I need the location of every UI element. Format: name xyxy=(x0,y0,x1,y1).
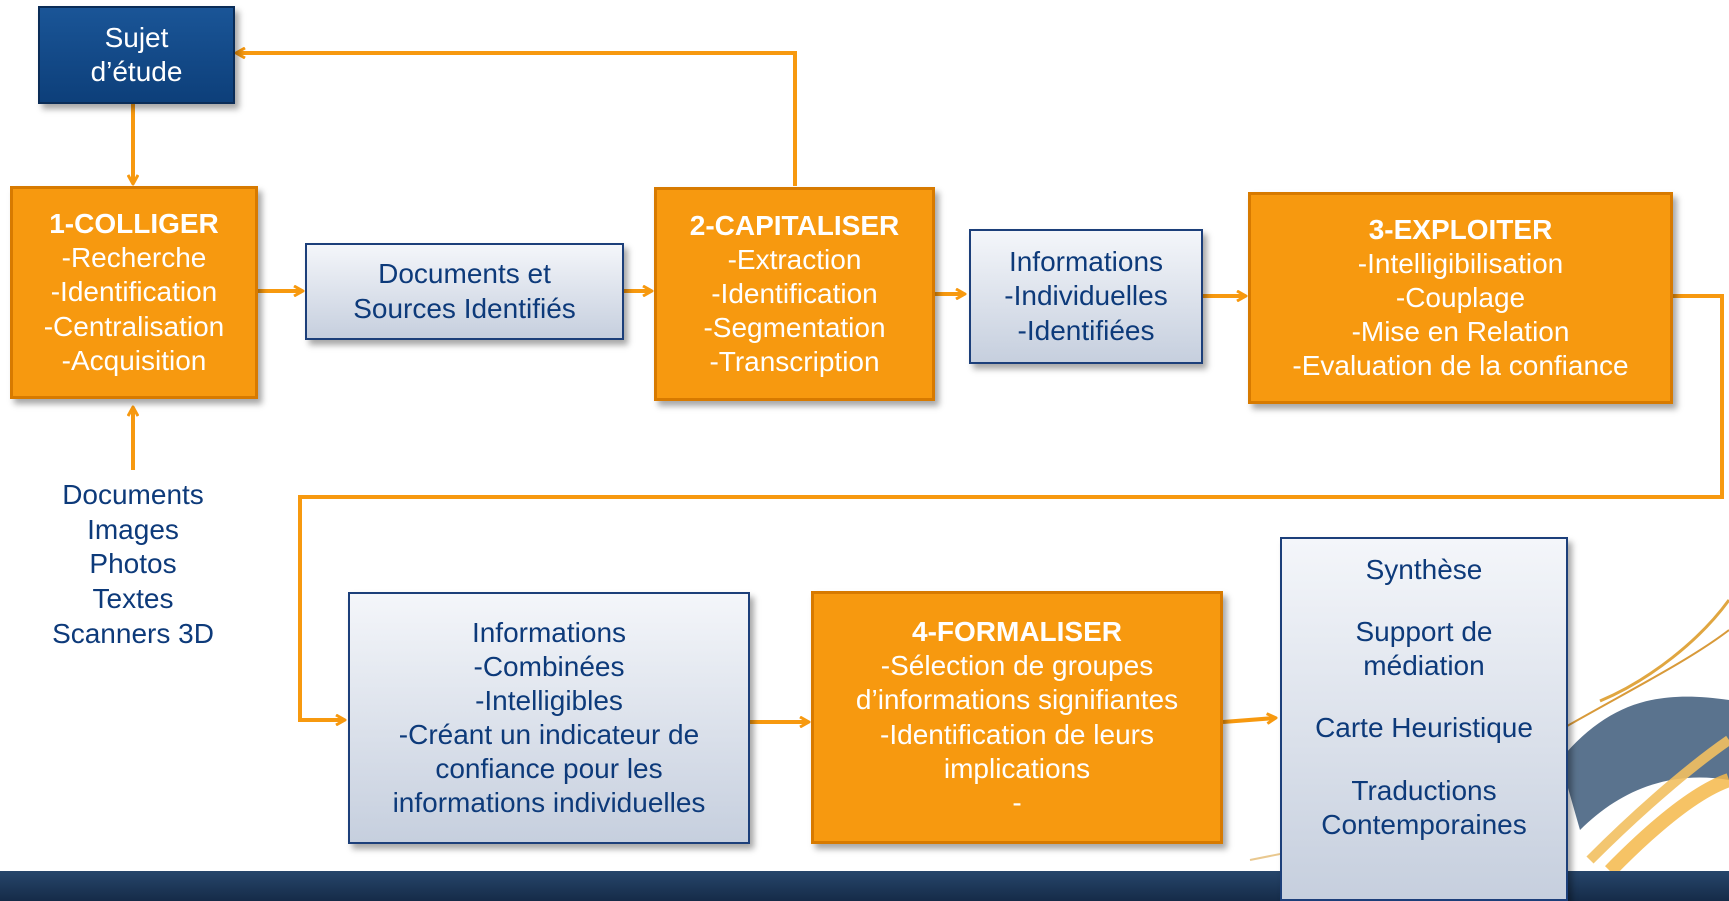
exploiter-box: 3-EXPLOITER -Intelligibilisation -Coupla… xyxy=(1248,192,1673,404)
colliger-item: -Identification xyxy=(50,276,218,308)
documents-sources-box: Documents et Sources Identifiés xyxy=(305,243,624,340)
sujet-line: Sujet xyxy=(104,21,169,53)
exploiter-title: 3-EXPLOITER xyxy=(1368,213,1553,245)
informations-combinees-line: Informations xyxy=(471,616,627,648)
colliger-box: 1-COLLIGER -Recherche -Identification -C… xyxy=(10,186,258,399)
informations-combinees-box: Informations -Combinées -Intelligibles -… xyxy=(348,592,750,844)
colliger-item: -Acquisition xyxy=(61,344,207,376)
informations-individuelles-line: Informations xyxy=(1008,246,1164,278)
output-traductions-line: Traductions xyxy=(1351,774,1497,806)
formaliser-item: -Identification de leurs xyxy=(880,718,1154,750)
formaliser-item: d’informations signifiantes xyxy=(855,684,1179,716)
informations-combinees-line: -Combinées xyxy=(473,650,625,682)
output-traductions-line: Contemporaines xyxy=(1321,808,1527,840)
capitaliser-item: -Extraction xyxy=(727,243,862,275)
exploiter-item: -Mise en Relation xyxy=(1351,316,1570,348)
informations-individuelles-box: Informations -Individuelles -Identifiées xyxy=(969,229,1203,364)
source-inputs-list: Documents Images Photos Textes Scanners … xyxy=(20,478,246,652)
colliger-item: -Recherche xyxy=(61,242,207,274)
capitaliser-item: -Transcription xyxy=(709,346,880,378)
documents-sources-line: Sources Identifiés xyxy=(353,292,576,324)
output-synthese: Synthèse xyxy=(1365,554,1483,585)
documents-sources-line: Documents et xyxy=(378,258,551,290)
capitaliser-item: -Identification xyxy=(711,277,878,309)
output-carte-heuristique: Carte Heuristique xyxy=(1315,712,1533,744)
informations-combinees-line: informations individuelles xyxy=(392,787,706,819)
formaliser-item: -Sélection de groupes xyxy=(880,650,1154,682)
source-input-item: Scanners 3D xyxy=(52,617,214,649)
informations-combinees-line: confiance pour les xyxy=(435,753,663,785)
source-input-item: Images xyxy=(87,513,179,545)
capitaliser-item: -Segmentation xyxy=(703,312,886,344)
sujet-etude-box: Sujet d’étude xyxy=(38,6,235,104)
informations-combinees-line: -Intelligibles xyxy=(475,684,623,716)
sujet-line: d’étude xyxy=(90,56,183,87)
capitaliser-box: 2-CAPITALISER -Extraction -Identificatio… xyxy=(654,187,935,401)
capitaliser-title: 2-CAPITALISER xyxy=(689,209,900,241)
formaliser-title: 4-FORMALISER xyxy=(912,616,1122,648)
exploiter-item: -Couplage xyxy=(1395,281,1526,313)
outputs-box: Synthèse Support de médiation Carte Heur… xyxy=(1280,537,1568,901)
colliger-item: -Centralisation xyxy=(43,310,225,342)
exploiter-item: -Evaluation de la confiance xyxy=(1292,350,1629,382)
exploiter-item: -Intelligibilisation xyxy=(1357,247,1564,279)
output-support-line: Support de xyxy=(1355,616,1493,648)
formaliser-item: - xyxy=(1012,786,1022,818)
informations-individuelles-line: -Identifiées xyxy=(1017,314,1155,346)
arrow-capitaliser-to-sujet xyxy=(237,53,797,186)
formaliser-item: implications xyxy=(943,752,1091,784)
informations-combinees-line: -Créant un indicateur de xyxy=(398,719,700,750)
arrow-formaliser-to-outputs xyxy=(1222,718,1275,722)
output-support-line: médiation xyxy=(1363,650,1485,682)
source-input-item: Textes xyxy=(92,583,174,615)
formaliser-box: 4-FORMALISER -Sélection de groupes d’inf… xyxy=(811,591,1223,844)
source-input-item: Documents xyxy=(62,479,204,510)
informations-individuelles-line: -Individuelles xyxy=(1004,280,1168,312)
arrow-exploiter-to-combinees xyxy=(298,294,1724,720)
source-input-item: Photos xyxy=(89,548,177,580)
colliger-title: 1-COLLIGER xyxy=(49,208,219,240)
